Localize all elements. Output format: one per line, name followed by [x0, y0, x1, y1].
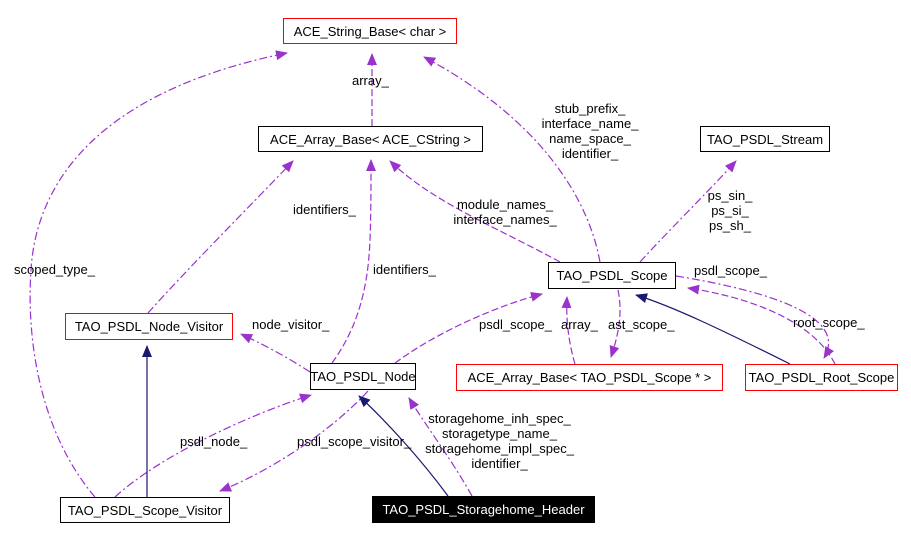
edge-label-ps-block: ps_sin_ ps_si_ ps_sh_ — [707, 188, 753, 233]
edge-label-ast-scope: ast_scope_ — [608, 317, 675, 332]
edge-label-psdl-scope-visitor: psdl_scope_visitor_ — [297, 434, 412, 449]
edge-label-storagehome-members-block: storagehome_inh_spec_ storagetype_name_ … — [425, 411, 574, 471]
edge-label-array-top: array_ — [352, 73, 389, 88]
class-box-tao-psdl-scope[interactable]: TAO_PSDL_Scope — [548, 262, 676, 289]
edge-label-identifiers-left: identifiers_ — [293, 202, 356, 217]
class-box-tao-psdl-stream[interactable]: TAO_PSDL_Stream — [700, 126, 830, 152]
edge-label-node-visitor: node_visitor_ — [252, 317, 330, 332]
edge-label-stub-prefix-block: stub_prefix_ interface_name_ name_space_… — [541, 101, 639, 161]
class-box-tao-psdl-node-visitor[interactable]: TAO_PSDL_Node_Visitor — [65, 313, 233, 340]
edge-rootscope-scope-to-rootscope — [675, 275, 834, 359]
edge-label-module-names-block: module_names_ interface_names_ — [453, 197, 557, 227]
edge-label-identifiers-mid: identifiers_ — [373, 262, 436, 277]
class-box-tao-psdl-root-scope[interactable]: TAO_PSDL_Root_Scope — [745, 364, 898, 391]
edge-label-psdl-scope-right: psdl_scope_ — [694, 263, 767, 278]
edge-psdlscope-node-to-scope — [394, 291, 543, 364]
edge-scopedtype-scopevisitor-to-stringbase — [29, 50, 288, 498]
class-box-tao-psdl-node[interactable]: TAO_PSDL_Node — [310, 363, 416, 390]
edge-psdlnode-scopevisitor-to-node — [114, 393, 312, 498]
edge-label-scoped-type: scoped_type_ — [14, 262, 95, 277]
edge-nodevisitor-node-to-nodevisitor — [240, 333, 311, 373]
edge-label-array-mid: array_ — [561, 317, 598, 332]
class-box-tao-psdl-storagehome-header: TAO_PSDL_Storagehome_Header — [372, 496, 595, 523]
edge-label-psdl-node: psdl_node_ — [180, 434, 248, 449]
class-box-ace-array-base-scope-ptr[interactable]: ACE_Array_Base< TAO_PSDL_Scope * > — [456, 364, 723, 391]
edge-astscope-scope-to-arraybase — [609, 289, 621, 358]
edge-inherit-storagehome-to-node — [358, 395, 449, 497]
edge-ps-scope-to-stream — [639, 160, 737, 263]
class-box-tao-psdl-scope-visitor[interactable]: TAO_PSDL_Scope_Visitor — [60, 497, 230, 523]
edge-psdlscope-rootscope-to-scope — [687, 284, 836, 365]
edge-stubprefix-scope-to-stringbase — [423, 56, 601, 263]
class-box-ace-array-base-cstring[interactable]: ACE_Array_Base< ACE_CString > — [258, 126, 483, 152]
edge-identifiers-node-to-arraybase — [331, 159, 376, 364]
edge-inherit-rootscope-to-scope — [635, 293, 791, 365]
edge-identifiers-nodevisitor-to-arraybase — [147, 160, 294, 314]
edge-label-psdl-scope-mid: psdl_scope_ — [479, 317, 552, 332]
class-box-ace-string-base[interactable]: ACE_String_Base< char > — [283, 18, 457, 44]
edge-psdlscopevisitor-node-to-scopevisitor — [219, 390, 369, 492]
edge-label-root-scope: root_scope_ — [793, 315, 865, 330]
edge-array-arraybase-to-scope — [561, 296, 576, 365]
edge-modulenames-scope-to-arraybase — [389, 160, 561, 263]
